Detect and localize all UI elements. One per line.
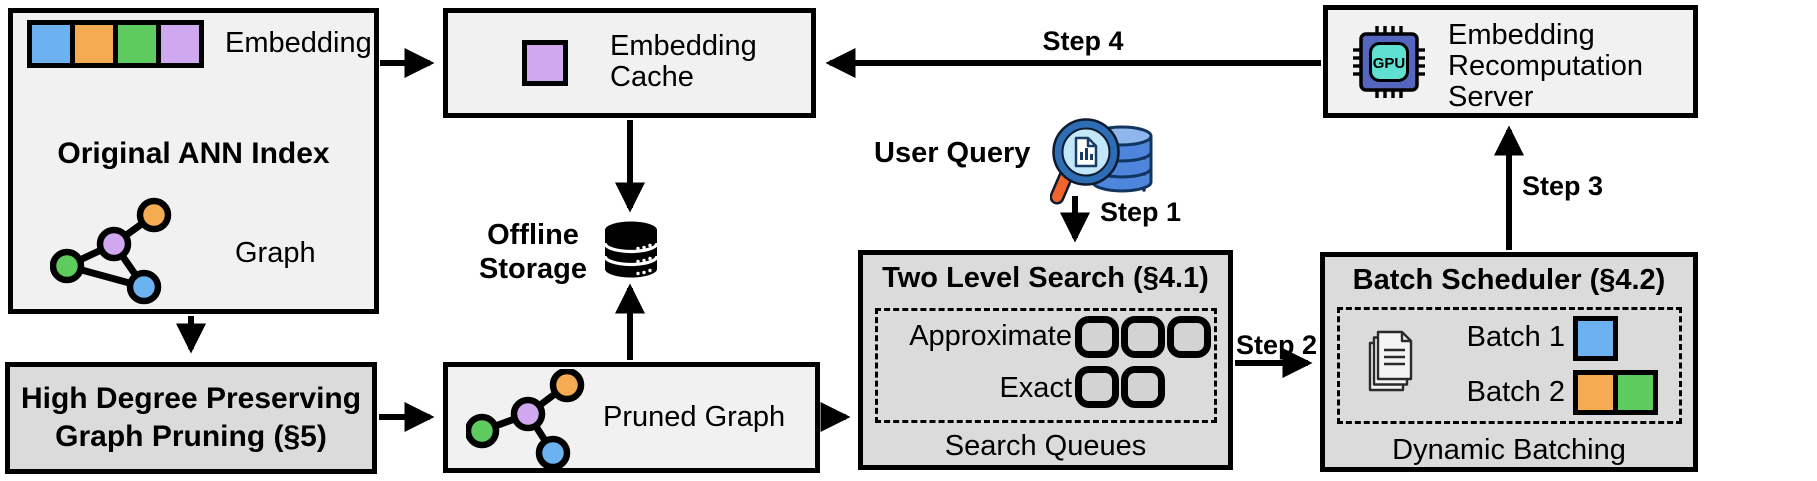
graph-nodes (50, 197, 172, 305)
batch-scheduler-title: Batch Scheduler (§4.2) (1352, 264, 1666, 296)
dynamic-batching-caption: Dynamic Batching (1392, 434, 1626, 466)
embedding-cell-green (118, 25, 156, 63)
recomputation-server-label: Embedding Recomputation Server (1448, 19, 1644, 113)
embedding-cell-blue (32, 25, 70, 63)
database-bands (604, 242, 658, 267)
user-query-icon (1050, 118, 1153, 205)
gpu-chip-icon: GPU (1353, 26, 1425, 98)
embedding-cell-purple (161, 25, 199, 63)
graph-pruning-title: High Degree Preserving Graph Pruning (§5… (21, 380, 361, 456)
graph-pruning-title-line1: High Degree Preserving (20, 382, 362, 415)
document-lines (1384, 348, 1405, 366)
batch2-label: Batch 2 (1466, 376, 1565, 408)
gpu-chip-label: GPU (1373, 55, 1406, 72)
batch1-query-blue (1573, 316, 1618, 361)
queue-slot-icon (1075, 366, 1119, 408)
step2-label: Step 2 (1236, 330, 1318, 360)
pruned-graph-nodes (466, 369, 585, 469)
original-ann-index-title: Original ANN Index (57, 137, 330, 170)
exact-label: Exact (999, 372, 1072, 404)
document-pages (1368, 330, 1413, 392)
database-icon (604, 221, 658, 278)
pruned-graph-box: Pruned Graph (443, 362, 820, 473)
graph-pruning-box: High Degree Preserving Graph Pruning (§5… (5, 362, 377, 474)
queue-slot-icon (1167, 316, 1211, 358)
exact-queue-icons (1075, 366, 1165, 408)
arrows (176, 48, 1524, 432)
search-queues-caption: Search Queues (944, 430, 1147, 462)
approximate-label: Approximate (909, 320, 1072, 352)
batch-scheduler-box: Batch Scheduler (§4.2) Batch 1 Batch 2 (1320, 252, 1698, 472)
graph-icon (50, 197, 172, 305)
two-level-search-box: Two Level Search (§4.1) Approximate Exac… (858, 250, 1233, 470)
two-level-search-title: Two Level Search (§4.1) (882, 262, 1209, 294)
queue-slot-icon (1075, 316, 1119, 358)
approximate-queue-icons (1075, 316, 1211, 358)
embedding-cache-label: Embedding Cache (610, 30, 757, 93)
pruned-graph-icon (466, 369, 585, 469)
step4-label: Step 4 (1042, 26, 1124, 56)
document-stack-icon (1368, 330, 1413, 392)
batch2-query-green (1618, 370, 1658, 415)
offline-storage-label: Offline Storage (479, 219, 587, 285)
graph-label: Graph (235, 237, 316, 269)
batch1-label: Batch 1 (1466, 321, 1565, 353)
graph-pruning-title-line2: Graph Pruning (§5) (55, 420, 327, 453)
embedding-square-icon (522, 40, 568, 86)
embedding-cache-box: Embedding Cache (443, 8, 816, 118)
original-ann-index-box: Embedding Original ANN Index Graph (8, 8, 379, 314)
magnifier (1050, 118, 1120, 205)
embedding-cell-orange (75, 25, 113, 63)
queue-slot-icon (1121, 316, 1165, 358)
search-queues-panel: Approximate Exact (875, 308, 1217, 423)
user-query-label: User Query (874, 137, 1031, 169)
embedding-vector-icon (27, 20, 204, 68)
pruned-graph-label: Pruned Graph (603, 401, 786, 433)
batch2-query-orange (1573, 370, 1618, 415)
database-dots (636, 243, 652, 276)
queue-slot-icon (1121, 366, 1165, 408)
step1-label: Step 1 (1100, 197, 1182, 227)
recomputation-server-box: GPU Embedding Recomputation Server (1323, 5, 1698, 118)
dynamic-batching-panel: Batch 1 Batch 2 (1337, 307, 1682, 424)
step3-label: Step 3 (1522, 171, 1604, 201)
embedding-label: Embedding (225, 27, 372, 59)
